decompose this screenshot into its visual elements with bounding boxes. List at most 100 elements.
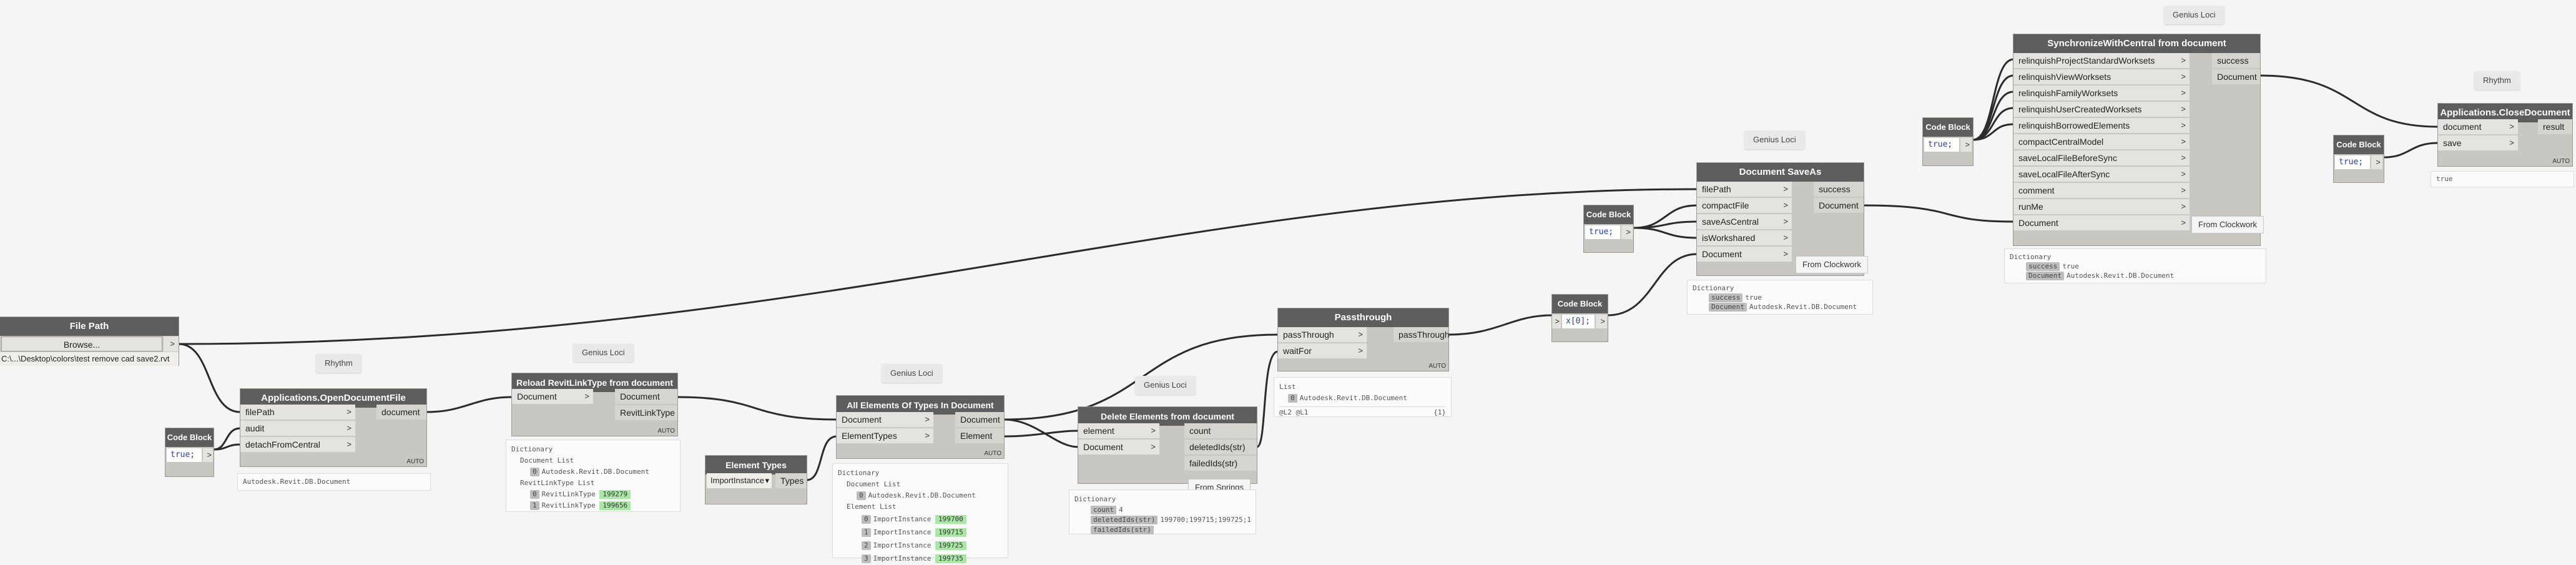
element-id[interactable]: 199735: [935, 554, 966, 563]
input-port-elementtypes[interactable]: ElementTypes>: [837, 428, 933, 443]
output-port[interactable]: >: [164, 337, 179, 351]
input-port-runme[interactable]: runMe>: [2013, 199, 2190, 214]
output-port-revitlinktype[interactable]: RevitLinkType: [615, 405, 677, 420]
node-title: File Path: [0, 317, 179, 336]
browse-button[interactable]: Browse...: [1, 337, 162, 351]
code-block-node[interactable]: Code Block true; >: [165, 428, 214, 476]
output-port-result[interactable]: result: [2538, 119, 2572, 134]
preview-text: Element List: [847, 503, 897, 511]
output-port-document[interactable]: Document: [1814, 198, 1864, 213]
input-port-x[interactable]: >: [1552, 315, 1561, 328]
element-id[interactable]: 199725: [935, 541, 966, 550]
code-block-code[interactable]: x[0];: [1562, 315, 1595, 328]
document-saveas-node[interactable]: Document SaveAs filePath> compactFile> s…: [1697, 163, 1864, 275]
code-block-node[interactable]: Code Block true; >: [1923, 118, 1973, 165]
node-title: All Elements Of Types In Document: [837, 396, 1004, 415]
element-id[interactable]: 199700: [935, 515, 966, 524]
key-badge: count: [1091, 506, 1117, 514]
input-port-document[interactable]: Document>: [512, 389, 593, 404]
file-path-node[interactable]: File Path Browse... > C:\...\Desktop\col…: [0, 317, 179, 366]
element-type-dropdown[interactable]: ImportInstance▾: [707, 473, 772, 488]
output-port[interactable]: >: [1960, 138, 1972, 152]
input-port-comment[interactable]: comment>: [2013, 183, 2190, 198]
code-block-code[interactable]: true;: [167, 448, 202, 462]
all-elements-node[interactable]: All Elements Of Types In Document Docume…: [837, 396, 1004, 458]
code-block-node[interactable]: Code Block > x[0]; >: [1552, 295, 1608, 341]
output-port[interactable]: >: [1621, 225, 1633, 239]
key-badge: success: [2026, 262, 2060, 271]
input-port-savelocalfilebeforesync[interactable]: saveLocalFileBeforeSync>: [2013, 150, 2190, 165]
output-port-failedids[interactable]: failedIds(str): [1184, 456, 1257, 471]
input-port-relinquishviewworksets[interactable]: relinquishViewWorksets>: [2013, 69, 2190, 84]
index-badge: 0: [1288, 394, 1297, 403]
output-port-document[interactable]: Document: [2212, 69, 2260, 84]
element-id[interactable]: 199715: [935, 528, 966, 537]
preview-bubble: true: [2431, 171, 2574, 187]
output-arrow-icon: >: [2376, 157, 2381, 167]
element-types-node[interactable]: Element Types ImportInstance▾ Types: [705, 456, 807, 504]
delete-elements-node[interactable]: Delete Elements from document element> D…: [1078, 407, 1257, 483]
arrow-icon: >: [584, 391, 589, 401]
preview-text: Autodesk.Revit.DB.Document: [541, 468, 649, 476]
input-port-document[interactable]: Document>: [1697, 247, 1792, 262]
input-port-passthrough[interactable]: passThrough>: [1278, 327, 1367, 342]
output-port-types[interactable]: Types: [775, 473, 807, 488]
input-port-filepath[interactable]: filePath>: [1697, 182, 1792, 197]
preview-line: Document List: [838, 479, 1003, 490]
port-label: comment: [2018, 185, 2055, 195]
passthrough-node[interactable]: Passthrough passThrough> waitFor> passTh…: [1278, 308, 1450, 371]
input-port-element[interactable]: element>: [1078, 423, 1159, 438]
output-port[interactable]: >: [1596, 315, 1607, 328]
output-port[interactable]: >: [2371, 155, 2382, 169]
output-arrow-icon: >: [170, 339, 175, 348]
output-port-passthrough[interactable]: passThrough: [1394, 327, 1450, 342]
element-id[interactable]: 199279: [599, 490, 631, 499]
input-port-save[interactable]: save>: [2438, 135, 2518, 150]
input-port-relinquishusercreatedworksets[interactable]: relinquishUserCreatedWorksets>: [2013, 102, 2190, 117]
input-port-compactfile[interactable]: compactFile>: [1697, 198, 1792, 213]
output-port-document[interactable]: document: [376, 405, 426, 420]
element-id[interactable]: 199656: [599, 501, 631, 510]
port-label: runMe: [2018, 202, 2043, 212]
output-port-element[interactable]: Element: [955, 428, 1004, 443]
input-port-savelocalfileaftersync[interactable]: saveLocalFileAfterSync>: [2013, 167, 2190, 182]
synchronize-with-central-node[interactable]: SynchronizeWithCentral from document rel…: [2013, 34, 2260, 245]
list-levels[interactable]: @L2 @L1: [1279, 408, 1309, 416]
output-port-document[interactable]: Document: [615, 389, 677, 404]
input-port-waitfor[interactable]: waitFor>: [1278, 343, 1367, 358]
output-port-deletedids[interactable]: deletedIds(str): [1184, 440, 1257, 454]
preview-line: List: [1279, 383, 1296, 391]
preview-line: deletedIds(str)199700;199715;199725;1: [1074, 515, 1251, 525]
code-block-node[interactable]: Code Block true; >: [2334, 135, 2384, 182]
input-port-relinquishfamilyworksets[interactable]: relinquishFamilyWorksets>: [2013, 86, 2190, 101]
input-port-saveascentral[interactable]: saveAsCentral>: [1697, 214, 1792, 229]
port-label: save: [2443, 138, 2462, 148]
node-title: Code Block: [2334, 135, 2384, 154]
input-port-document[interactable]: Document>: [1078, 440, 1159, 454]
input-port-document[interactable]: document>: [2438, 119, 2518, 134]
input-port-compactcentralmodel[interactable]: compactCentralModel>: [2013, 134, 2190, 149]
code-block-code[interactable]: true;: [1585, 225, 1620, 239]
input-port-detach[interactable]: detachFromCentral>: [240, 437, 355, 452]
node-title: Delete Elements from document: [1078, 407, 1257, 426]
code-block-code[interactable]: true;: [2335, 155, 2370, 169]
output-port-success[interactable]: success: [1814, 182, 1864, 197]
input-port-audit[interactable]: audit>: [240, 421, 355, 436]
open-document-node[interactable]: Applications.OpenDocumentFile filePath> …: [240, 389, 426, 466]
input-port-document[interactable]: Document>: [2013, 215, 2190, 230]
output-port-document[interactable]: Document: [955, 412, 1004, 427]
output-port-success[interactable]: success: [2212, 53, 2260, 68]
output-arrow-icon: >: [1600, 317, 1605, 326]
output-port-count[interactable]: count: [1184, 423, 1257, 438]
input-port-relinquishprojectstandardworksets[interactable]: relinquishProjectStandardWorksets>: [2013, 53, 2190, 68]
input-port-relinquishborrowedelements[interactable]: relinquishBorrowedElements>: [2013, 118, 2190, 133]
code-block-node[interactable]: Code Block true; >: [1584, 205, 1633, 252]
output-port[interactable]: >: [203, 448, 213, 462]
input-port-filepath[interactable]: filePath>: [240, 405, 355, 420]
input-port-isworkshared[interactable]: isWorkshared>: [1697, 230, 1792, 245]
close-document-node[interactable]: Applications.CloseDocument document> sav…: [2438, 104, 2572, 166]
code-block-code[interactable]: true;: [1924, 138, 1959, 152]
reload-revitlinktype-node[interactable]: Reload RevitLinkType from document Docum…: [512, 373, 677, 436]
input-port-document[interactable]: Document>: [837, 412, 933, 427]
